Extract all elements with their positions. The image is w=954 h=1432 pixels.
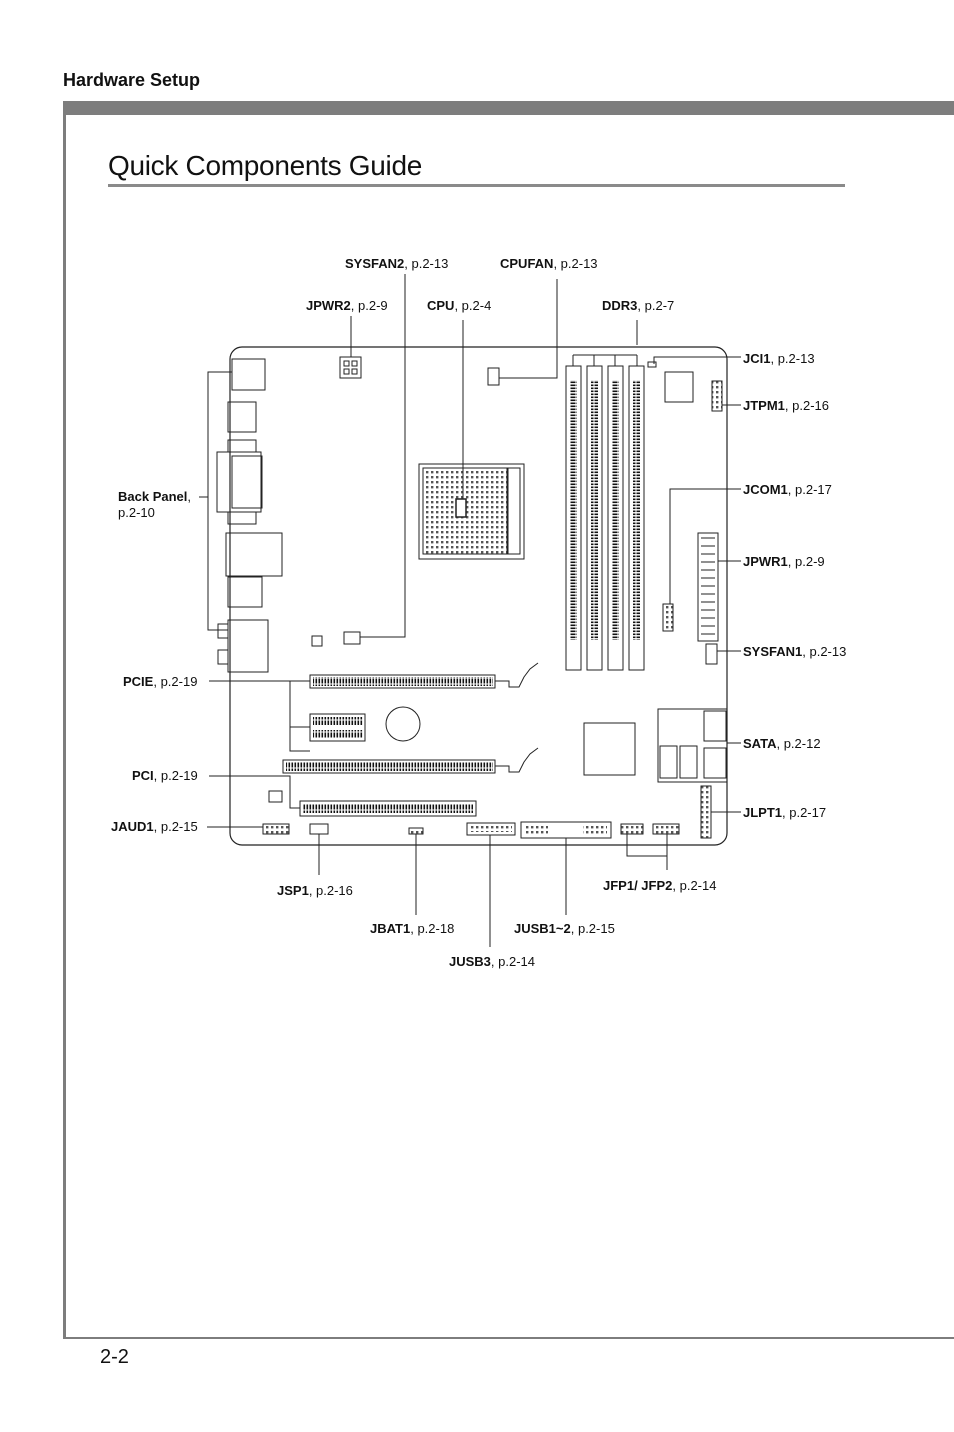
label-jsp1: JSP1, p.2-16 [277, 883, 353, 898]
label-jci1: JCI1, p.2-13 [743, 351, 815, 366]
header-bar [63, 101, 954, 115]
battery [385, 706, 421, 742]
label-jusb3: JUSB3, p.2-14 [449, 954, 536, 969]
label-sysfan2: SYSFAN2, p.2-13 [345, 256, 449, 271]
board-outline [229, 346, 728, 846]
label-jtpm1: JTPM1, p.2-16 [743, 398, 829, 413]
label-cpufan: CPUFAN, p.2-13 [500, 256, 598, 271]
cpufan-connector [487, 367, 500, 386]
label-jcom1: JCOM1, p.2-17 [743, 482, 832, 497]
jsp1-header [309, 823, 329, 835]
label-jusb12: JUSB1~2, p.2-15 [514, 921, 615, 936]
label-back-panel: Back Panel,p.2-10 [118, 489, 191, 520]
pcie-x1-slot [309, 713, 366, 742]
back-panel-connectors [216, 358, 283, 673]
jfp2-header [652, 823, 680, 835]
pcie-slot-2 [282, 747, 539, 774]
sysfan1-connector [705, 643, 718, 665]
left-rule [63, 101, 66, 1339]
page-number: 2-2 [100, 1346, 129, 1368]
label-jfp: JFP1/ JFP2, p.2-14 [603, 878, 717, 893]
ddr3-slots [565, 365, 645, 671]
jpwr1-connector [697, 532, 719, 642]
label-sysfan1: SYSFAN1, p.2-13 [743, 644, 847, 659]
jci1-connector [647, 361, 657, 368]
chipset [583, 722, 636, 776]
bottom-rule [63, 1337, 954, 1339]
pci-slot [299, 800, 477, 817]
label-pci: PCI, p.2-19 [132, 768, 198, 783]
jpwr2-connector [339, 356, 362, 379]
cpu-socket [418, 463, 525, 560]
sysfan2-connector [343, 631, 361, 645]
jfp1-header [620, 823, 644, 835]
label-jaud1: JAUD1, p.2-15 [111, 819, 198, 834]
label-ddr3: DDR3, p.2-7 [602, 298, 675, 313]
pcie-slot-1 [309, 662, 539, 689]
jaud1-header [262, 823, 290, 835]
jlpt1-connector [700, 785, 712, 839]
jtpm1-connector [711, 380, 723, 412]
label-jpwr2: JPWR2, p.2-9 [306, 298, 388, 313]
label-sata: SATA, p.2-12 [743, 736, 821, 751]
label-jlpt1: JLPT1, p.2-17 [743, 805, 827, 820]
label-jbat1: JBAT1, p.2-18 [370, 921, 455, 936]
jbat1-jumper [408, 827, 424, 835]
sata-connectors [657, 708, 728, 783]
jcom1-connector [662, 603, 674, 632]
jusb3-header [466, 822, 516, 836]
label-pcie: PCIE, p.2-19 [123, 674, 198, 689]
leader-lines [199, 274, 741, 947]
section-header: Hardware Setup [63, 70, 201, 90]
chip [664, 371, 694, 403]
page-title: Quick Components Guide [108, 150, 423, 181]
title-rule [108, 184, 845, 187]
label-cpu: CPU, p.2-4 [427, 298, 492, 313]
label-jpwr1: JPWR1, p.2-9 [743, 554, 825, 569]
